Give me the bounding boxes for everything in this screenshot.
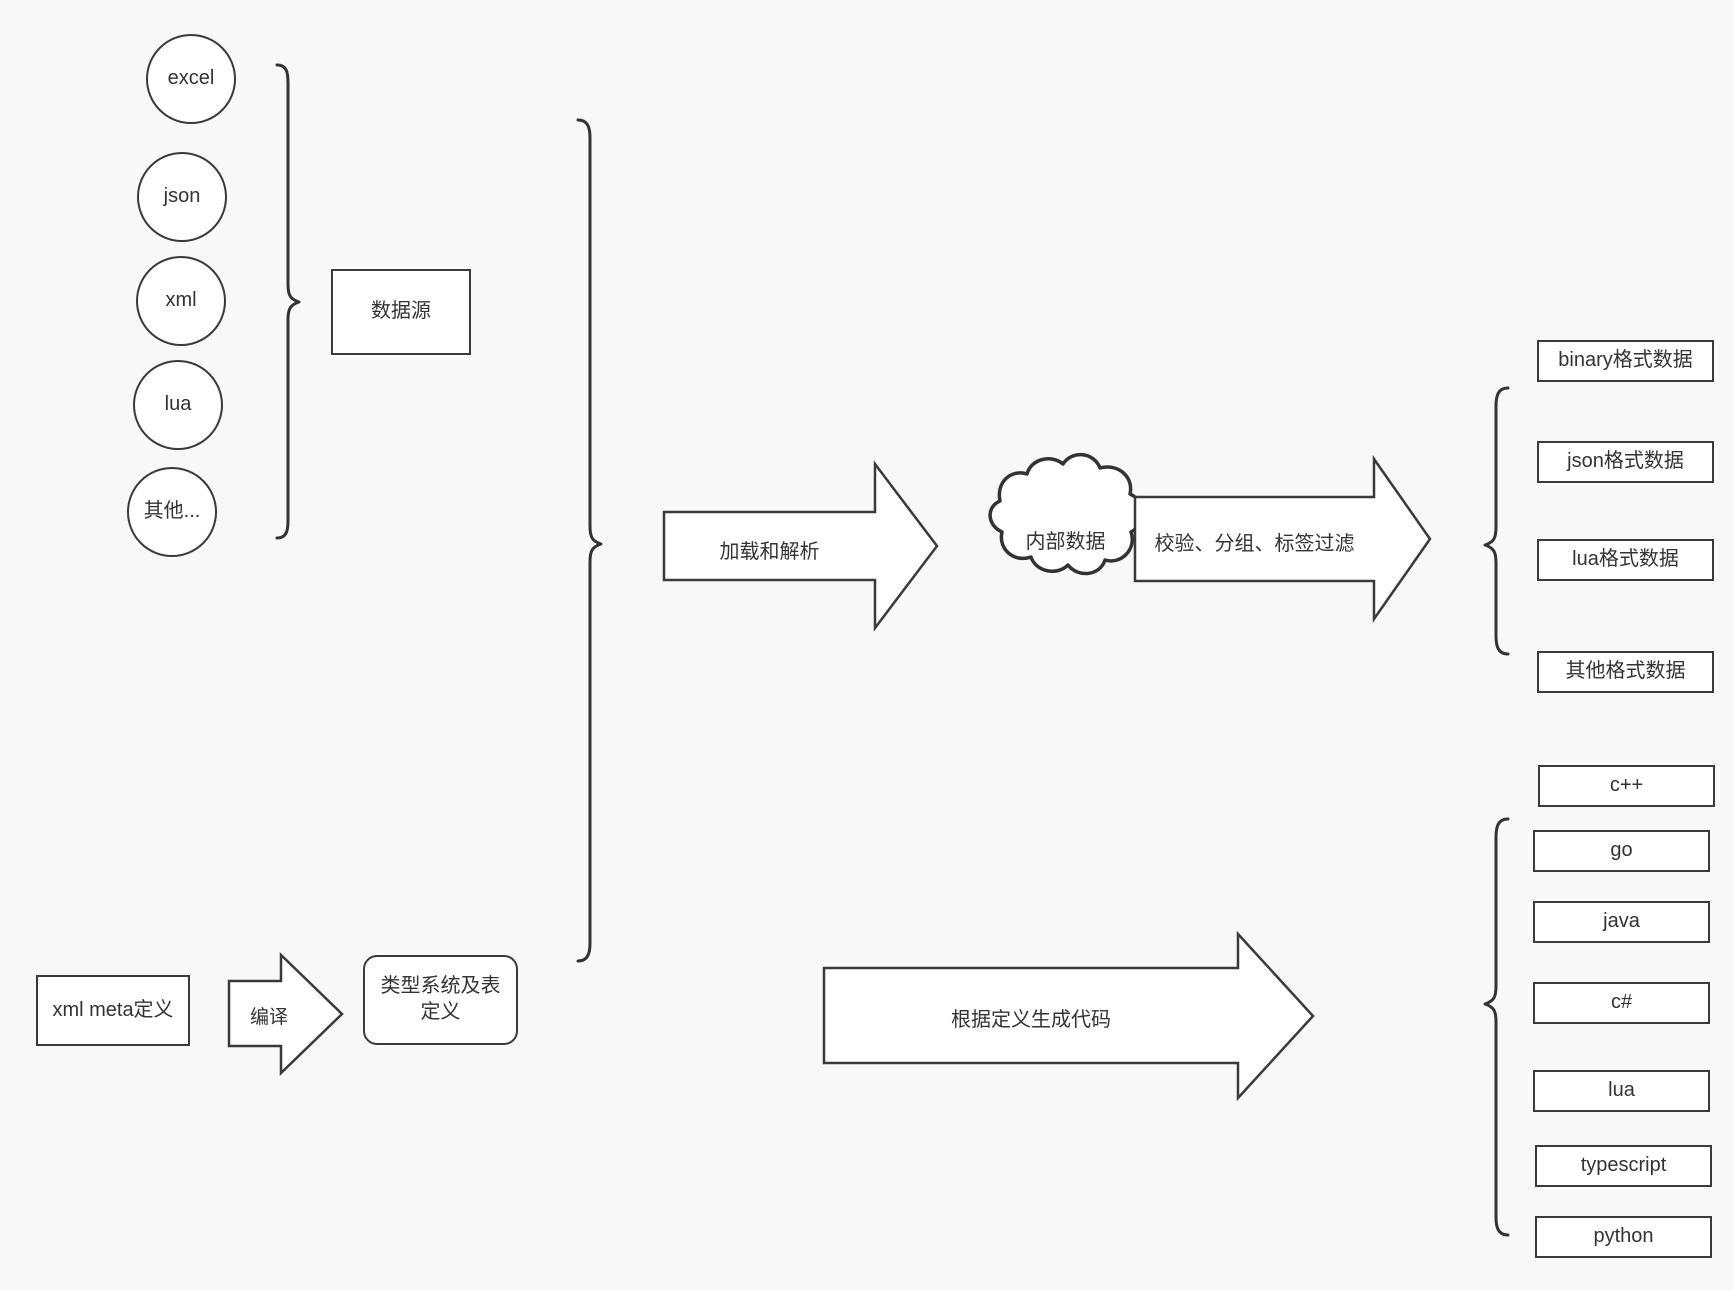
data-source-group-label: 数据源 <box>371 300 431 323</box>
data-source-group-box[interactable]: 数据源 <box>331 269 471 355</box>
data-source-other[interactable]: 其他... <box>127 467 217 557</box>
validate-group-filter-arrow <box>1133 455 1432 623</box>
compile-arrow <box>227 952 344 1076</box>
code-language-lua[interactable]: lua <box>1533 1070 1710 1112</box>
output-format-lua-label: lua格式数据 <box>1572 548 1679 571</box>
data-source-lua[interactable]: lua <box>133 360 223 450</box>
output-format-lua[interactable]: lua格式数据 <box>1537 539 1714 581</box>
code-language-go[interactable]: go <box>1533 830 1710 872</box>
type-system-definition-label: 类型系统及表定义 <box>380 975 501 1023</box>
code-language-lua-label: lua <box>1608 1079 1635 1102</box>
load-parse-arrow <box>662 460 939 632</box>
code-language-python[interactable]: python <box>1535 1216 1712 1258</box>
data-source-excel-label: excel <box>167 67 215 90</box>
data-source-xml-label: xml <box>165 289 197 312</box>
output-format-binary-label: binary格式数据 <box>1558 349 1693 372</box>
data-source-other-label: 其他... <box>143 500 201 523</box>
code-language-typescript[interactable]: typescript <box>1535 1145 1712 1187</box>
data-source-brace <box>275 63 301 540</box>
code-language-cpp[interactable]: c++ <box>1538 765 1715 807</box>
data-source-lua-label: lua <box>164 393 192 416</box>
output-format-other[interactable]: 其他格式数据 <box>1537 651 1714 693</box>
code-language-python-label: python <box>1593 1225 1654 1248</box>
code-language-java[interactable]: java <box>1533 901 1710 943</box>
code-language-go-label: go <box>1610 839 1633 862</box>
codegen-arrow <box>822 930 1315 1102</box>
code-language-brace <box>1483 817 1510 1237</box>
xml-meta-definition-box[interactable]: xml meta定义 <box>36 975 190 1046</box>
code-language-csharp-label: c# <box>1610 991 1633 1014</box>
internal-data-cloud <box>988 453 1144 576</box>
xml-meta-definition-label: xml meta定义 <box>52 998 174 1021</box>
data-source-excel[interactable]: excel <box>146 34 236 124</box>
output-format-json-label: json格式数据 <box>1567 450 1684 473</box>
output-format-binary[interactable]: binary格式数据 <box>1537 340 1714 382</box>
inputs-brace <box>576 118 603 963</box>
code-language-java-label: java <box>1603 910 1640 933</box>
data-source-xml[interactable]: xml <box>136 256 226 346</box>
data-source-json[interactable]: json <box>137 152 227 242</box>
code-language-csharp[interactable]: c# <box>1533 982 1710 1024</box>
code-language-typescript-label: typescript <box>1580 1154 1667 1177</box>
output-format-json[interactable]: json格式数据 <box>1537 441 1714 483</box>
data-source-json-label: json <box>163 185 201 208</box>
code-language-cpp-label: c++ <box>1609 774 1644 797</box>
output-format-other-label: 其他格式数据 <box>1565 660 1686 683</box>
data-format-brace <box>1483 386 1510 656</box>
type-system-definition-box[interactable]: 类型系统及表定义 <box>363 955 518 1045</box>
